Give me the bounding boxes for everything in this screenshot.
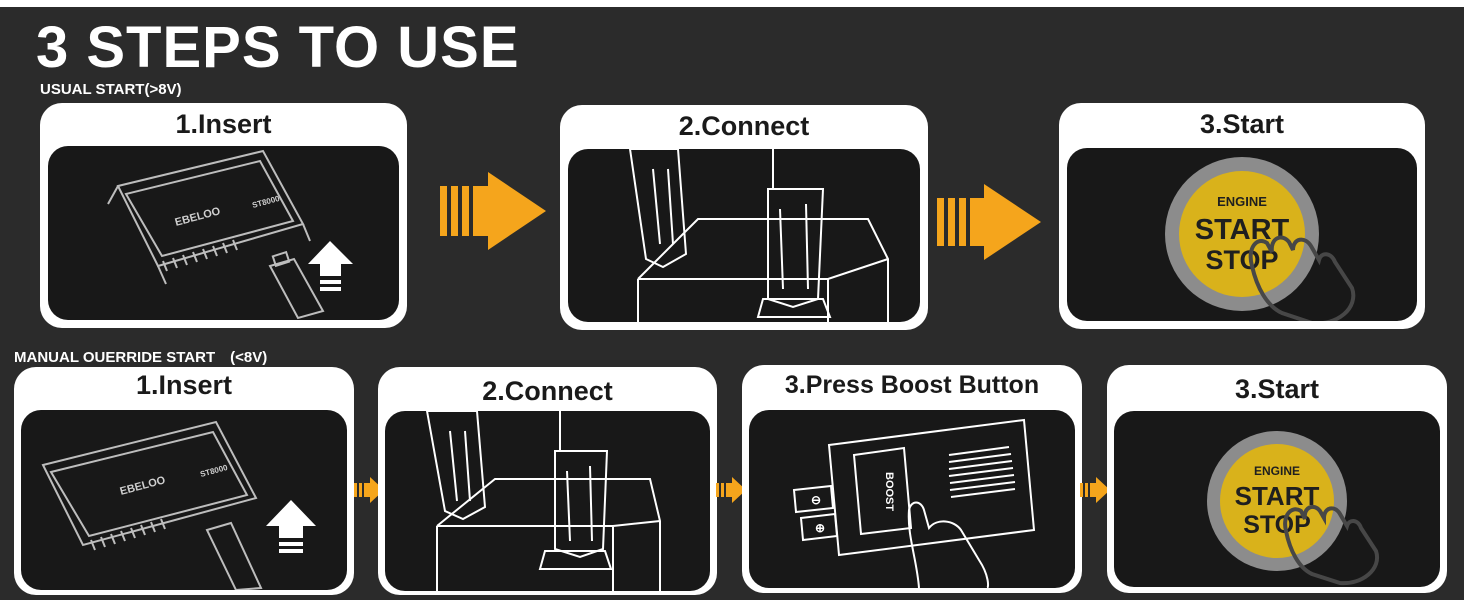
clamps-battery-illustration xyxy=(425,411,661,591)
step-label: 2.Connect xyxy=(678,111,810,141)
stop-text: STOP xyxy=(1243,511,1311,539)
step-label: 1.Insert xyxy=(135,370,233,400)
device-model-text: ST8000 xyxy=(251,194,281,210)
hand-icon xyxy=(1248,235,1356,321)
boost-button-illustration: ⊖ ⊕ BOOST xyxy=(792,418,1036,588)
usual-step-insert-card: 1.Insert EBELOO ST8000 xyxy=(40,103,407,328)
manual-step-boost-card: 3.Press Boost Button ⊖ ⊕ BOOST xyxy=(742,365,1082,593)
insert-illustration: EBELOO ST8000 xyxy=(48,146,399,320)
connect-illustration xyxy=(385,411,710,591)
manual-step-start-card: 3.Start ENGINE START STOP xyxy=(1107,365,1447,593)
engine-button-illustration: ENGINE START STOP xyxy=(1165,157,1356,321)
connect-illustration xyxy=(568,149,920,322)
plus-icon: ⊕ xyxy=(815,521,825,535)
usual-step-start-card: 3.Start ENGINE START STOP xyxy=(1059,103,1425,329)
device-brand-text: EBELOO xyxy=(119,474,167,498)
step-arrow-icon xyxy=(937,184,1041,260)
page-title: 3 STEPS TO USE xyxy=(36,15,520,80)
manual-override-label: MANUAL OUERRIDE START (<8V) xyxy=(14,349,268,366)
manual-step-connect-card: 2.Connect xyxy=(378,367,717,595)
step-arrow-icon xyxy=(714,475,748,505)
boost-illustration: ⊖ ⊕ BOOST xyxy=(749,410,1075,588)
step-label: 3.Press Boost Button xyxy=(784,371,1040,399)
minus-icon: ⊖ xyxy=(811,493,821,507)
device-brand-text: EBELOO xyxy=(174,205,222,229)
engine-text: ENGINE xyxy=(1254,464,1300,478)
step-label: 2.Connect xyxy=(482,376,613,406)
step-label: 3.Start xyxy=(1234,374,1320,404)
usual-step-connect-card: 2.Connect xyxy=(560,105,928,330)
device-model-text: ST8000 xyxy=(199,463,229,479)
manual-step-insert-card: 1.Insert EBELOO ST8000 xyxy=(14,367,354,595)
usual-start-label: USUAL START(>8V) xyxy=(40,81,182,98)
engine-text: ENGINE xyxy=(1217,194,1267,209)
insert-arrow-icon xyxy=(308,241,353,291)
power-bank-illustration: EBELOO ST8000 xyxy=(41,420,316,590)
step-arrow-icon xyxy=(440,172,546,250)
power-bank-illustration: EBELOO ST8000 xyxy=(107,149,353,320)
clamps-battery-illustration xyxy=(628,149,889,322)
insert-arrow-icon xyxy=(266,500,316,553)
step-label: 1.Insert xyxy=(175,109,272,139)
step-label: 3.Start xyxy=(1199,109,1285,139)
engine-button-illustration: ENGINE START STOP xyxy=(1207,431,1380,586)
start-illustration: ENGINE START STOP xyxy=(1067,148,1417,321)
step-arrow-icon xyxy=(352,475,386,505)
hand-icon xyxy=(1283,504,1380,586)
start-illustration: ENGINE START STOP xyxy=(1114,411,1440,587)
step-arrow-icon xyxy=(1078,475,1112,505)
insert-illustration: EBELOO ST8000 xyxy=(21,410,347,590)
instruction-banner: 3 STEPS TO USE USUAL START(>8V) MANUAL O… xyxy=(0,7,1464,600)
stop-text: STOP xyxy=(1205,245,1278,275)
start-text: START xyxy=(1235,481,1320,511)
boost-button-text: BOOST xyxy=(883,472,895,511)
